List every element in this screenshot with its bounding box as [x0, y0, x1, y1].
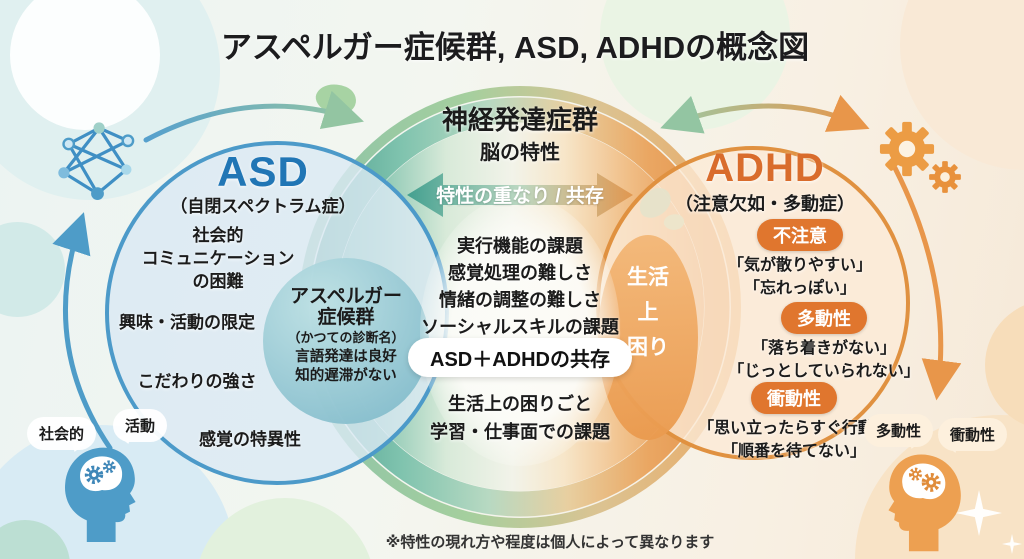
- center-text-backdrop: [420, 196, 620, 466]
- asd-item-line: 社会的: [192, 226, 244, 245]
- asperger-title-line1: アスペルガー: [289, 286, 403, 307]
- center-heading: 神経発達症群: [441, 105, 599, 135]
- shared-item-4: ソーシャルスキルの課題: [421, 317, 619, 337]
- adhd-pill-inattention: 不注意: [757, 219, 843, 251]
- right-bubble-impulsivity: 衝動性: [938, 418, 1008, 451]
- coexist-pill: ASD＋ADHDの共存: [408, 338, 632, 377]
- page-title: アスペルガー症候群, ASD, ADHDの概念図: [220, 30, 810, 65]
- double-arrow-shape: [407, 173, 633, 217]
- asperger-note-2: 知的遅滞がない: [295, 368, 397, 384]
- adhd-quote: 「忘れっぽい」: [743, 280, 857, 297]
- left-bubble-activity: 活動: [113, 409, 168, 442]
- asd-item-line: コミュニケーション: [141, 249, 295, 268]
- shared-item-1: 実行機能の課題: [457, 236, 583, 256]
- bg-blob: [10, 0, 160, 130]
- gear-icon: [879, 121, 935, 177]
- network-icon: [58, 122, 135, 200]
- overlap-arrow: 特性の重なり / 共存: [403, 168, 637, 222]
- life-difficulty-label: 生活 上 困り: [627, 260, 669, 365]
- asd-item-communication: 社会的 コミュニケーション の困難: [142, 224, 295, 293]
- asd-item-sensory: 感覚の特異性: [199, 430, 301, 449]
- right-bubble-hyperactivity: 多動性: [864, 414, 934, 447]
- left-bubble-social: 社会的: [27, 417, 97, 450]
- left-head-icon: [64, 447, 136, 542]
- adhd-quote: 「じっとしていられない」: [728, 363, 920, 380]
- outcome-line-1: 生活上の困りごと: [448, 394, 592, 414]
- adhd-quote: 「順番を待てない」: [721, 443, 867, 460]
- outcome-line-2: 学習・仕事面での課題: [430, 422, 610, 442]
- adhd-title: ADHD: [705, 146, 825, 190]
- overlap-arrow-label: 特性の重なり / 共存: [436, 186, 604, 207]
- adhd-subtitle: （注意欠如・多動症）: [675, 194, 855, 214]
- life-difficulty-line: 生活: [627, 266, 669, 289]
- asperger-circle: [263, 258, 429, 424]
- footnote: ※特性の現れ方や程度は個人によって異なります: [385, 534, 715, 551]
- adhd-pill-impulsivity: 衝動性: [751, 382, 837, 414]
- asd-subtitle: （自閉スペクトラム症）: [170, 197, 356, 216]
- asd-item-interests: 興味・活動の限定: [119, 313, 255, 332]
- gear-icon-small: [929, 161, 961, 193]
- adhd-quote: 「気が散りやすい」: [727, 257, 873, 274]
- adhd-quote: 「落ち着きがない」: [751, 340, 897, 357]
- asperger-subtitle: （かつての診断名）: [287, 330, 405, 345]
- life-difficulty-line: 困り: [627, 336, 669, 359]
- asperger-note-1: 言語発達は良好: [295, 349, 397, 365]
- center-subheading: 脳の特性: [480, 142, 560, 164]
- right-head-icon: [888, 454, 961, 552]
- asd-item-line: の困難: [192, 272, 244, 291]
- adhd-pill-hyperactivity: 多動性: [781, 302, 867, 334]
- shared-item-3: 情緒の調整の難しさ: [439, 290, 601, 310]
- asd-item-fixation: こだわりの強さ: [137, 372, 257, 391]
- asd-title: ASD: [217, 148, 309, 195]
- life-difficulty-line: 上: [637, 301, 659, 324]
- asperger-title-line2: 症候群: [317, 307, 375, 328]
- shared-item-2: 感覚処理の難しさ: [448, 263, 592, 283]
- adhd-quote: 「思い立ったらすぐ行動」: [698, 420, 890, 437]
